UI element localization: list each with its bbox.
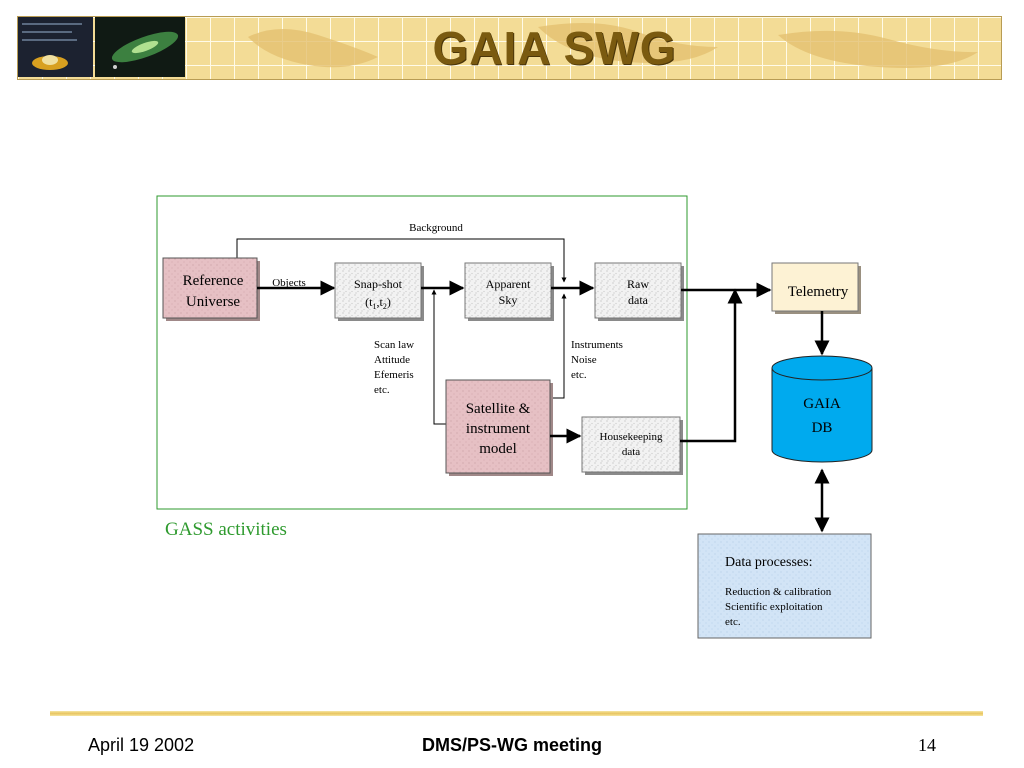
node-label: DB — [812, 420, 833, 436]
node-label: Satellite & — [466, 401, 531, 417]
node-telemetry: Telemetry — [771, 262, 861, 314]
footer-divider — [50, 711, 983, 716]
header-banner: GAIA SWG — [17, 16, 1002, 80]
footer-date: April 19 2002 — [88, 735, 195, 755]
node-reference-universe: Reference Universe — [162, 257, 260, 321]
instruments-label: Instruments Noise etc. — [571, 339, 626, 381]
node-label: Scientific exploitation — [725, 601, 823, 613]
objects-edge-label: Objects — [272, 277, 306, 289]
map-landmass — [248, 28, 378, 68]
scan-law-label: Scan law Attitude Efemeris etc. — [374, 339, 417, 396]
satellite-thumbnail — [18, 17, 93, 77]
node-label: instrument — [466, 421, 531, 437]
scan-law-edge — [431, 289, 446, 425]
node-label: model — [479, 441, 517, 457]
node-satellite-model: Satellite & instrument model — [445, 379, 553, 476]
node-label: etc. — [725, 616, 741, 628]
background-edge-label: Background — [409, 222, 463, 234]
node-label: Apparent — [486, 277, 531, 291]
node-label: data — [622, 446, 640, 458]
node-label: Universe — [186, 294, 240, 310]
node-label: Reduction & calibration — [725, 586, 832, 598]
node-label: Telemetry — [788, 284, 849, 300]
node-gaia-db: GAIA DB — [771, 355, 873, 463]
node-apparent-sky: Apparent Sky — [464, 262, 554, 321]
node-label: GAIA — [803, 396, 841, 412]
node-housekeeping-data: Housekeeping data — [581, 416, 683, 475]
footer-meeting-name: DMS/PS-WG meeting — [421, 735, 602, 755]
galaxy-thumbnail — [95, 17, 185, 77]
gaia-data-flow-diagram: GASS activities Background Reference Uni… — [156, 195, 873, 639]
gass-activities-group — [156, 195, 688, 510]
node-label: Snap-shot — [354, 277, 403, 291]
gass-activities-label: GASS activities — [165, 519, 287, 540]
node-label: Sky — [499, 293, 518, 307]
page-title: GAIA SWG — [432, 22, 677, 74]
node-data-processes: Data processes: Reduction & calibration … — [697, 533, 872, 639]
node-label: Raw — [627, 277, 649, 291]
node-label-time: (t1,t2) — [365, 295, 391, 311]
node-title: Data processes: — [725, 555, 812, 570]
background-edge — [236, 238, 567, 283]
node-raw-data: Raw data — [594, 262, 684, 321]
node-snapshot: Snap-shot (t1,t2) — [334, 262, 424, 321]
slide-number: 14 — [918, 735, 936, 755]
node-label: data — [628, 293, 649, 307]
node-label: Housekeeping — [600, 431, 663, 443]
housekeeping-to-telemetry-edge — [680, 288, 743, 443]
node-label: Reference — [183, 273, 244, 289]
map-landmass — [538, 23, 718, 63]
instruments-edge — [550, 293, 567, 399]
map-landmass — [778, 30, 978, 68]
